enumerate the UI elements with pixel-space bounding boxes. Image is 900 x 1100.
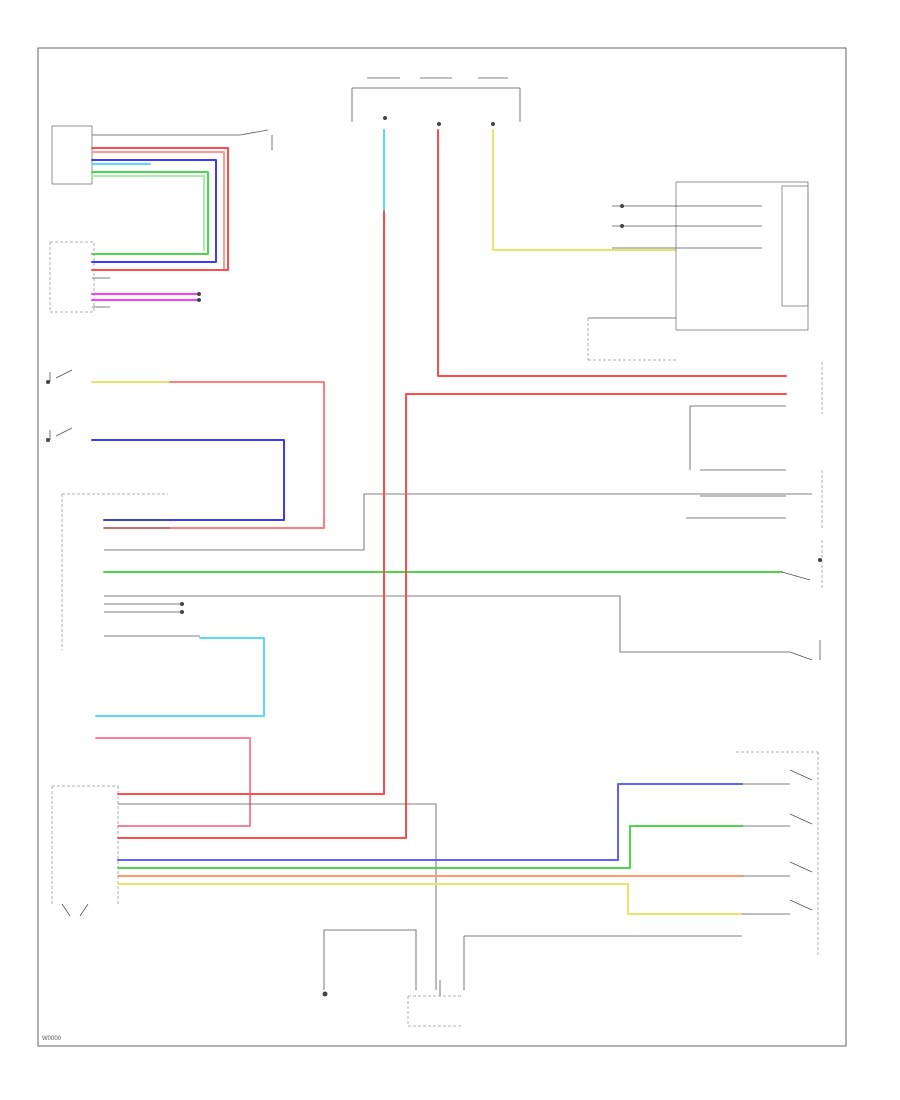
- diagram-frame: [37, 47, 847, 1047]
- wires-bottom-to-switch: [117, 783, 743, 990]
- wire-gray-upper: [104, 493, 812, 551]
- wires-door-switches: [91, 381, 325, 529]
- wire-yellow-top: [492, 129, 677, 251]
- ground-points-bottom: [322, 929, 742, 1027]
- wire-red-center: [117, 393, 787, 839]
- component-right-bottom-switch: [736, 751, 819, 956]
- wire-pink-lower: [95, 737, 251, 827]
- wires-mid-left-gray: [104, 595, 642, 653]
- footer-code: W0000: [42, 1036, 62, 1042]
- wire-red-trunk-top: [437, 129, 787, 377]
- component-combination-meter: [587, 181, 809, 361]
- component-right-switch: [642, 558, 822, 661]
- component-upper-left-box: [49, 241, 95, 313]
- component-top-left-switch: [51, 125, 273, 185]
- top-fuse-headers: [351, 77, 521, 126]
- left-door-switches: [46, 369, 73, 442]
- left-connector-block: [61, 493, 170, 650]
- wires-upper-left: [91, 147, 229, 308]
- component-bottom-left: [51, 785, 119, 917]
- component-right-middle: [686, 362, 823, 590]
- wire-cyan-lower: [95, 637, 265, 717]
- wire-red-trunk-left: [117, 129, 385, 795]
